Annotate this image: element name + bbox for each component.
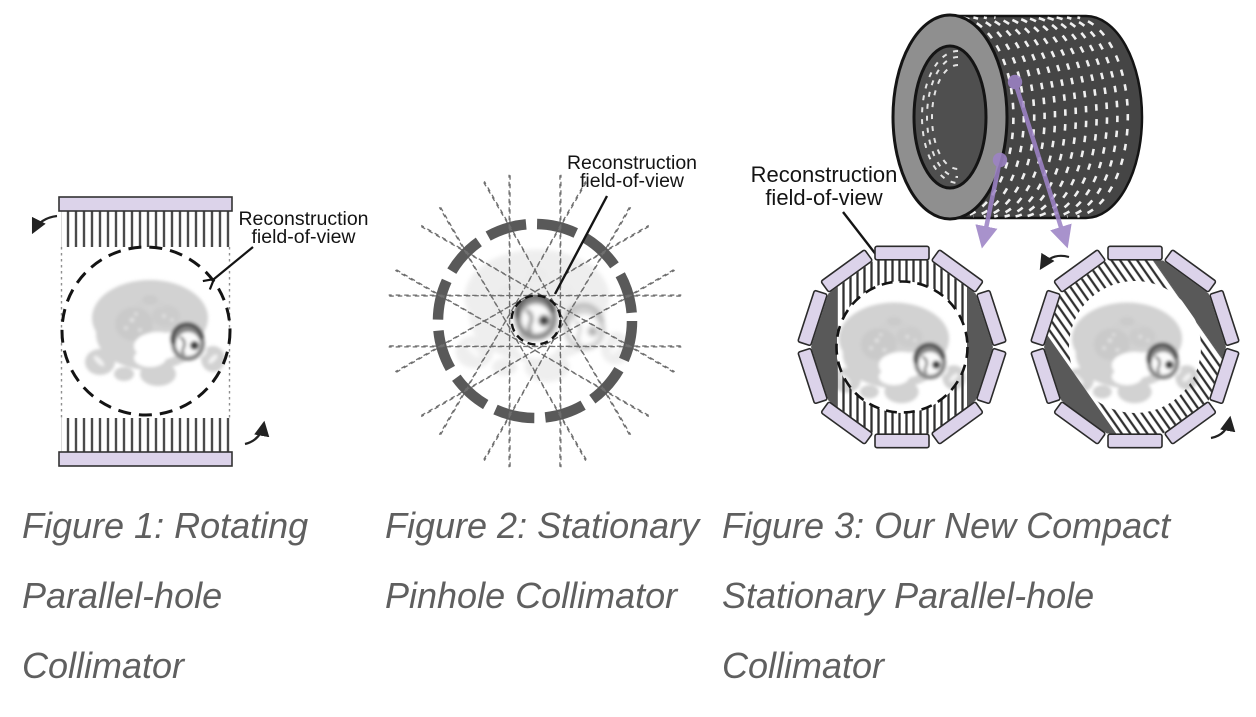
detector-segment [820, 401, 873, 445]
detector-segment [874, 433, 930, 449]
detector-segment [1164, 401, 1217, 445]
fov-dashed-circle-fig2 [510, 294, 562, 346]
detector-segment [1053, 249, 1106, 293]
detector-segment [931, 401, 984, 445]
compact-collimator-ring [1044, 260, 1226, 434]
detector-segment [1053, 401, 1106, 445]
detector-segment [1209, 289, 1240, 347]
rotation-arrow-icon [1039, 252, 1070, 270]
compact-collimator-ring [811, 260, 993, 434]
figure2-diagram [388, 174, 682, 468]
detector-segment [1030, 347, 1061, 405]
figure1-caption: Figure 1: Rotating Parallel-hole Collima… [22, 505, 309, 686]
rotation-arrow-icon [1210, 415, 1236, 440]
detector-hatch-top [61, 210, 230, 247]
pinhole-ring [432, 218, 638, 424]
rotation-arrow-icon [244, 420, 270, 446]
detector-segment [820, 249, 873, 293]
fov-label-figure1: Reconstruction field-of-view [238, 208, 369, 248]
fov-pointer-line-fig1 [214, 246, 254, 279]
detector-segment [1107, 433, 1163, 449]
mapping-arrows [975, 74, 1072, 249]
detector-bar-top [58, 196, 233, 212]
pinhole-rays [388, 174, 682, 468]
figure3-diagram [797, 13, 1240, 449]
detector-segment [1107, 245, 1163, 261]
figure1-diagram [31, 196, 270, 467]
detector-segment [1164, 249, 1217, 293]
detector-segment [931, 249, 984, 293]
fov-label-figure3: Reconstruction field-of-view [750, 162, 898, 210]
detector-segment [1030, 289, 1061, 347]
detector-segment [976, 289, 1007, 347]
detector-segment [976, 347, 1007, 405]
figure3-caption: Figure 3: Our New Compact Stationary Par… [722, 505, 1171, 686]
detector-bar-bottom [58, 451, 233, 467]
detector-segment [874, 245, 930, 261]
fov-dashed-circle-fig1 [60, 245, 232, 417]
detector-segment [797, 347, 828, 405]
collimator-cylinder [891, 13, 1144, 221]
fov-label-figure2: Reconstruction field-of-view [566, 152, 698, 192]
figure2-caption: Figure 2: Stationary Pinhole Collimator [385, 505, 700, 616]
detector-segment [797, 289, 828, 347]
fov-pointer-line-fig2 [553, 195, 609, 295]
rotation-arrow-icon [31, 214, 58, 235]
detector-segment [1209, 347, 1240, 405]
detector-hatch-bottom [61, 418, 230, 452]
fov-dashed-circle-fig3 [835, 280, 969, 414]
